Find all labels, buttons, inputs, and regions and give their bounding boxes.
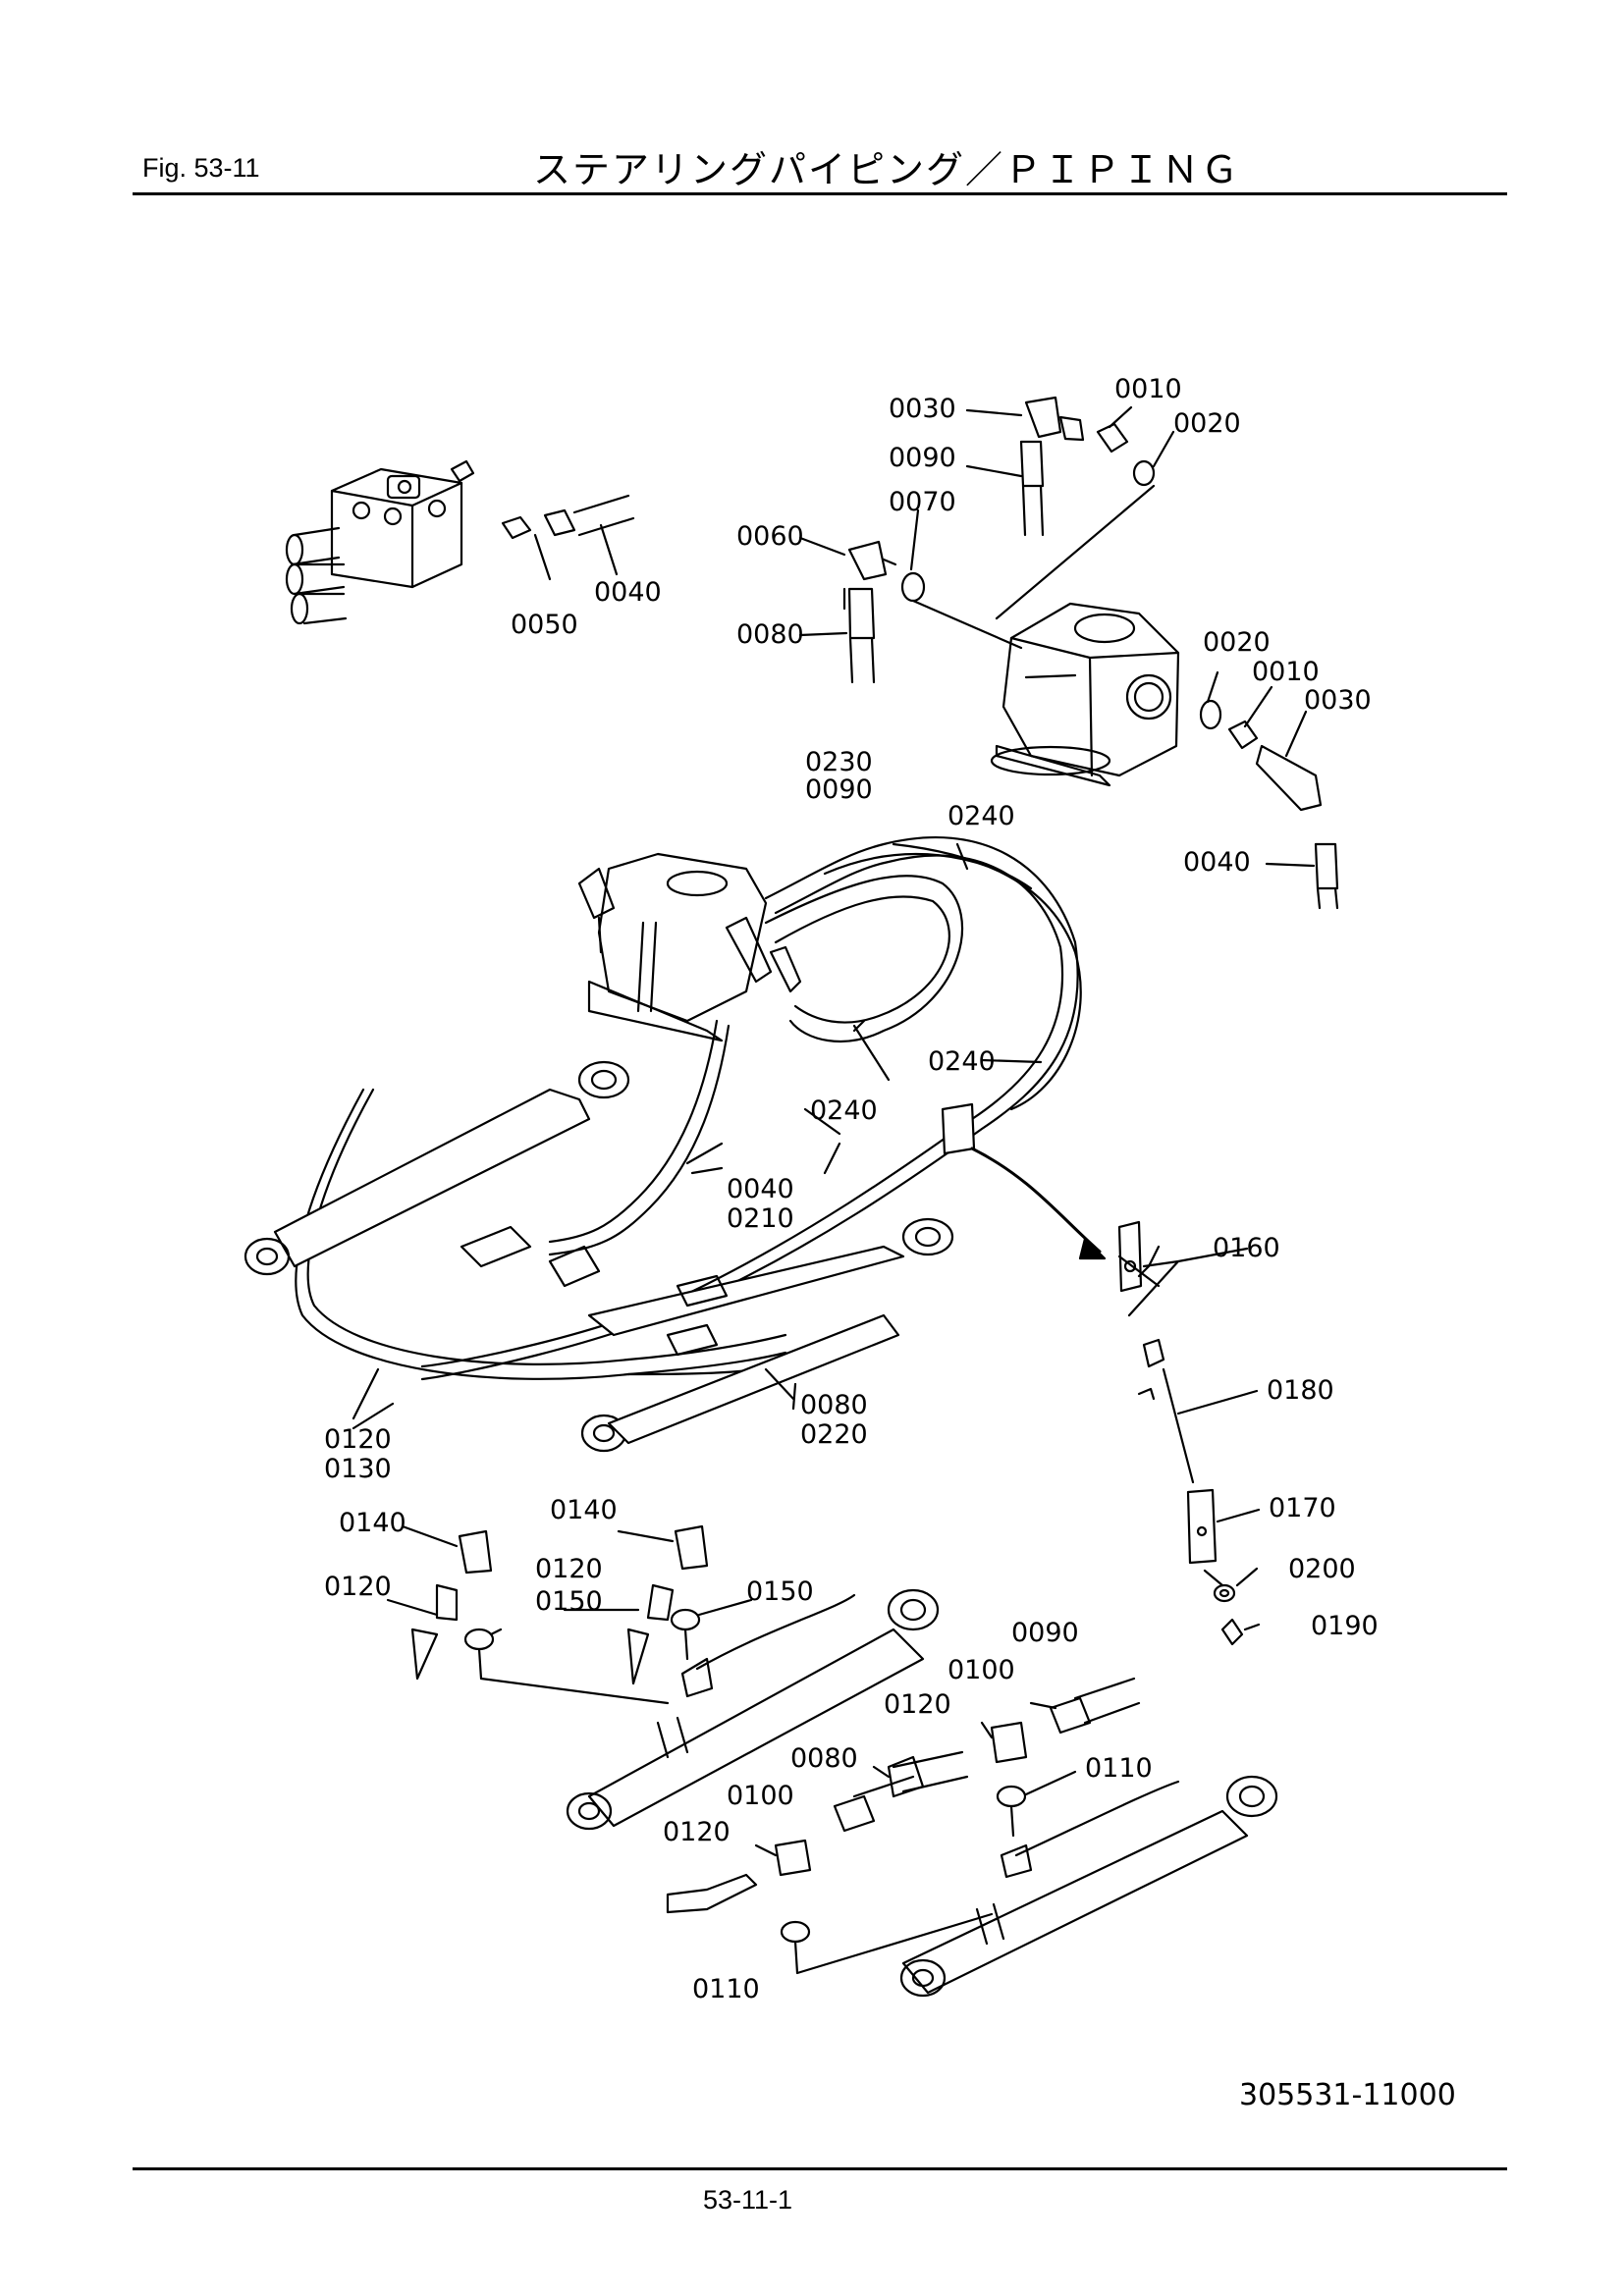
figure-title: ステアリングパイピング／ＰＩＰＩＮＧ	[533, 148, 1241, 191]
label-0200: 0200	[1288, 1554, 1356, 1584]
label-0110-lower: 0110	[692, 1974, 760, 2004]
label-0060: 0060	[736, 521, 804, 552]
label-0140-left: 0140	[339, 1508, 406, 1538]
label-0090-mid: 0090	[805, 774, 873, 805]
label-0240-right: 0240	[928, 1046, 996, 1077]
label-0120-main: 0120	[324, 1424, 392, 1455]
label-0150-left: 0150	[535, 1586, 603, 1617]
label-0120-lower-left: 0120	[663, 1817, 731, 1847]
label-0020-top: 0020	[1173, 408, 1241, 439]
figure-header: Fig. 53-11 ステアリングパイピング／ＰＩＰＩＮＧ	[133, 137, 1507, 196]
label-0220: 0220	[800, 1419, 868, 1450]
label-0110-upper: 0110	[1085, 1753, 1153, 1784]
label-0170: 0170	[1269, 1493, 1336, 1523]
label-0160: 0160	[1213, 1233, 1280, 1263]
mid-left-fittings	[798, 508, 926, 684]
label-0230: 0230	[805, 747, 873, 777]
label-0040-mid: 0040	[727, 1174, 794, 1204]
drawing-number: 305531-11000	[1239, 2078, 1456, 2112]
control-valve-upper	[285, 459, 635, 625]
lower-cylinders	[566, 1588, 1278, 1998]
page-number: 53-11-1	[703, 2185, 793, 2215]
clamp-assembly	[941, 1102, 1261, 1646]
label-0040-valve: 0040	[594, 577, 662, 608]
label-0080-top: 0080	[736, 619, 804, 650]
figure-number: Fig. 53-11	[142, 153, 260, 183]
top-fittings	[965, 396, 1175, 537]
lower-fittings-right	[666, 1677, 1141, 1975]
label-0050: 0050	[511, 610, 578, 640]
part-labels: 0030 0010 0020 0090 0070 0060 0080 0040 …	[324, 374, 1379, 2004]
label-0030-top: 0030	[889, 394, 956, 424]
label-0210: 0210	[727, 1203, 794, 1234]
label-0140-right: 0140	[550, 1495, 618, 1525]
label-0090-lower: 0090	[1011, 1618, 1079, 1648]
steering-unit	[911, 484, 1339, 910]
label-0100-lower: 0100	[727, 1781, 794, 1811]
label-0120-lower-right: 0120	[884, 1689, 951, 1720]
footer-rule	[133, 2167, 1507, 2170]
label-0240-top: 0240	[947, 801, 1015, 831]
label-0100-upper: 0100	[947, 1655, 1015, 1685]
label-0020-right: 0020	[1203, 627, 1271, 658]
label-0040-right: 0040	[1183, 847, 1251, 878]
header-rule	[133, 192, 1507, 195]
label-0190: 0190	[1311, 1611, 1379, 1641]
label-0030-right: 0030	[1304, 685, 1372, 716]
label-0150-right: 0150	[746, 1576, 814, 1607]
label-0130: 0130	[324, 1454, 392, 1484]
label-0090-top: 0090	[889, 443, 956, 473]
label-0120-left: 0120	[324, 1572, 392, 1602]
label-0010-top: 0010	[1114, 374, 1182, 404]
label-0180: 0180	[1267, 1375, 1334, 1406]
label-0070: 0070	[889, 487, 956, 517]
lower-fittings-left	[386, 1524, 753, 1705]
label-0240-bottom: 0240	[810, 1095, 878, 1126]
label-0120-mid: 0120	[535, 1554, 603, 1584]
label-0080-mid: 0080	[800, 1390, 868, 1420]
label-0080-lower: 0080	[790, 1743, 858, 1774]
steering-cylinders	[244, 1060, 954, 1453]
label-0010-right: 0010	[1252, 657, 1320, 687]
steering-unit-installed	[577, 852, 802, 1042]
